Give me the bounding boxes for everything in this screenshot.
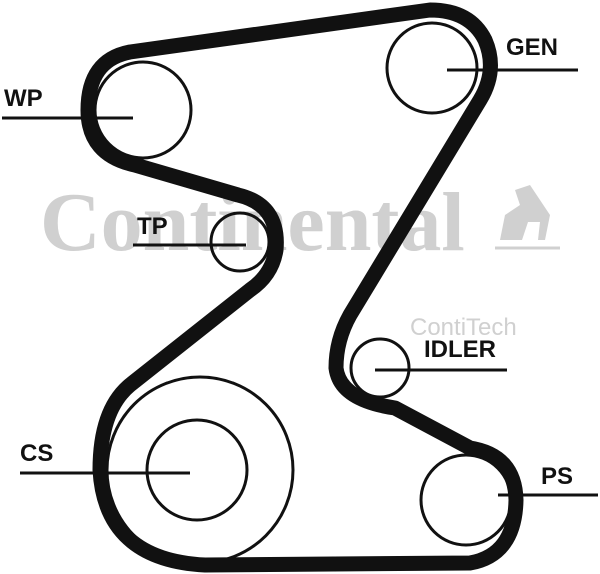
label-gen: GEN xyxy=(506,34,558,61)
wp-pulley xyxy=(93,60,193,160)
label-ps: PS xyxy=(541,463,573,490)
gen-pulley xyxy=(385,21,479,115)
idler-pulley xyxy=(349,337,411,399)
horse-logo-icon xyxy=(500,185,550,240)
label-cs: CS xyxy=(20,440,53,467)
watermark-sub: ContiTech xyxy=(410,314,517,341)
belt xyxy=(80,2,524,573)
pulleys xyxy=(93,21,513,565)
leader-lines xyxy=(2,68,598,497)
label-wp: WP xyxy=(4,85,43,112)
cs-pulley-inner xyxy=(145,418,249,522)
label-tp: TP xyxy=(137,213,168,240)
watermark: Continental ContiTech xyxy=(40,176,560,341)
label-idler: IDLER xyxy=(424,336,496,363)
